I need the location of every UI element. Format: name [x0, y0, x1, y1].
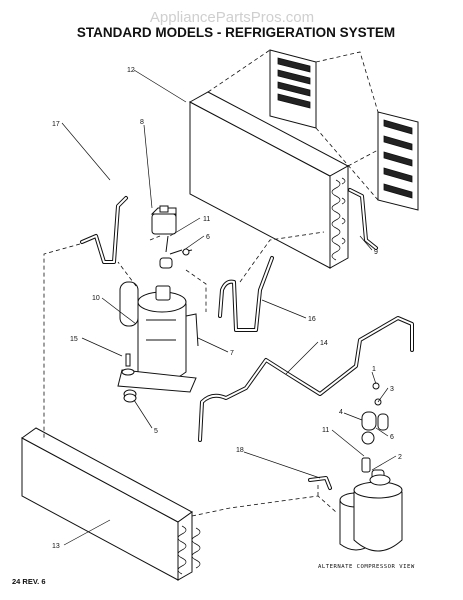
- mounting-bolt-15[interactable]: [121, 353, 135, 376]
- callout-13: 13: [52, 543, 60, 550]
- tube-16[interactable]: [218, 256, 274, 332]
- page-footer: 24 REV. 6: [12, 577, 46, 586]
- leader-lines: [61, 69, 397, 546]
- dash-13-alt: [191, 495, 337, 517]
- dash-16-coil: [239, 231, 325, 283]
- terminal-6[interactable]: [169, 248, 193, 256]
- side-grille: [377, 111, 419, 211]
- callout-10: 10: [92, 295, 100, 302]
- callout-3: 3: [390, 386, 394, 393]
- callout-2: 2: [398, 454, 402, 461]
- watermark: AppliancePartsPros.com: [150, 9, 314, 26]
- callout-14: 14: [320, 340, 328, 347]
- callout-9: 9: [374, 249, 378, 256]
- condenser-coil[interactable]: [188, 91, 350, 269]
- grommet-5[interactable]: [123, 389, 137, 403]
- callout-15: 15: [70, 336, 78, 343]
- callout-6-alt: 6: [390, 434, 394, 441]
- dash-17-13: [43, 243, 81, 440]
- alternate-compressor-caption: ALTERNATE COMPRESSOR VIEW: [318, 564, 415, 570]
- callout-8: 8: [140, 119, 144, 126]
- dash-compressor: [117, 261, 207, 312]
- overload-8[interactable]: [150, 205, 177, 235]
- terminal-cover-11[interactable]: [159, 235, 173, 269]
- callout-6: 6: [206, 234, 210, 241]
- callout-7: 7: [230, 350, 234, 357]
- top-grille: [269, 49, 317, 129]
- tube-17[interactable]: [80, 196, 128, 264]
- callout-1: 1: [372, 366, 376, 373]
- callout-16: 16: [308, 316, 316, 323]
- callout-18: 18: [236, 447, 244, 454]
- tube-9[interactable]: [348, 188, 378, 250]
- callout-12: 12: [127, 67, 135, 74]
- callout-11: 11: [203, 216, 210, 223]
- compressor-10[interactable]: [117, 281, 199, 393]
- callout-11-alt: 11: [322, 427, 329, 434]
- evaporator-coil-13[interactable]: [21, 427, 201, 581]
- grille-dashed-links: [207, 49, 379, 201]
- alternate-compressor[interactable]: [339, 469, 403, 552]
- alt-valve-assembly[interactable]: [361, 382, 389, 473]
- suction-tube-18[interactable]: [308, 476, 332, 490]
- dash-8: [149, 235, 161, 241]
- callout-17: 17: [52, 121, 60, 128]
- callout-4: 4: [339, 409, 343, 416]
- capillary-tube-14[interactable]: [198, 316, 414, 442]
- diagram-title: STANDARD MODELS - REFRIGERATION SYSTEM: [77, 25, 395, 40]
- callout-5: 5: [154, 428, 158, 435]
